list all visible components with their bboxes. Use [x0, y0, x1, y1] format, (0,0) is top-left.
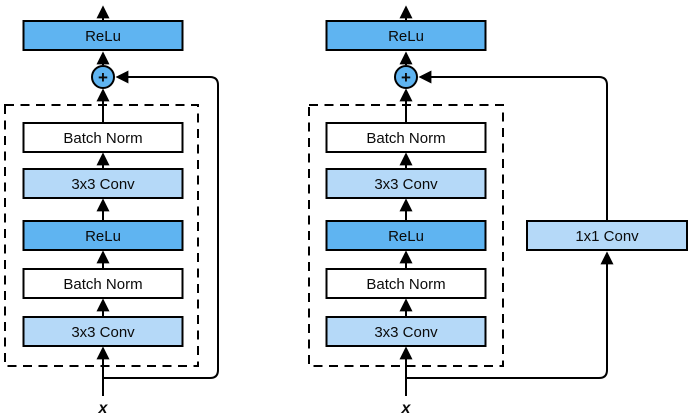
relu-output-box [325, 20, 487, 51]
input-label: x [401, 400, 412, 417]
conv-3x3-box [22, 316, 184, 347]
batch-norm-label: Batch Norm [366, 276, 445, 293]
batch-norm-label: Batch Norm [366, 130, 445, 147]
conv-3x3-box [325, 316, 487, 347]
add-junction [394, 65, 418, 89]
relu-box [22, 220, 184, 251]
relu-label: ReLu [85, 228, 121, 245]
conv-3x3-box [22, 168, 184, 199]
relu-output-label: ReLu [388, 28, 424, 45]
batch-norm-label: Batch Norm [63, 130, 142, 147]
batch-norm-label: Batch Norm [63, 276, 142, 293]
residual-block-boundary [4, 104, 199, 367]
skip-connection-upper [418, 70, 608, 221]
skip-connection-lower [406, 251, 614, 379]
batch-norm-box [325, 122, 487, 153]
conv-1x1-label: 1x1 Conv [575, 228, 639, 245]
residual-block-boundary [308, 104, 504, 367]
projection-residual-block: ReLu 1x1 Conv + Batch Norm 3x3 Conv ReLu… [308, 5, 688, 417]
add-junction [91, 65, 115, 89]
relu-box [325, 220, 487, 251]
relu-output-label: ReLu [85, 28, 121, 45]
add-icon: + [401, 68, 411, 87]
conv-3x3-label: 3x3 Conv [71, 176, 135, 193]
relu-output-box [22, 20, 184, 51]
relu-label: ReLu [388, 228, 424, 245]
batch-norm-box [325, 268, 487, 299]
conv-3x3-label: 3x3 Conv [71, 324, 135, 341]
batch-norm-box [22, 268, 184, 299]
conv-3x3-box [325, 168, 487, 199]
batch-norm-box [22, 122, 184, 153]
skip-connection [103, 70, 219, 379]
add-icon: + [98, 68, 108, 87]
conv-3x3-label: 3x3 Conv [374, 176, 438, 193]
conv-1x1-box [526, 220, 688, 251]
input-label: x [98, 400, 109, 417]
identity-residual-block: ReLu + Batch Norm 3x3 Conv ReLu Batch No… [4, 5, 219, 417]
conv-3x3-label: 3x3 Conv [374, 324, 438, 341]
